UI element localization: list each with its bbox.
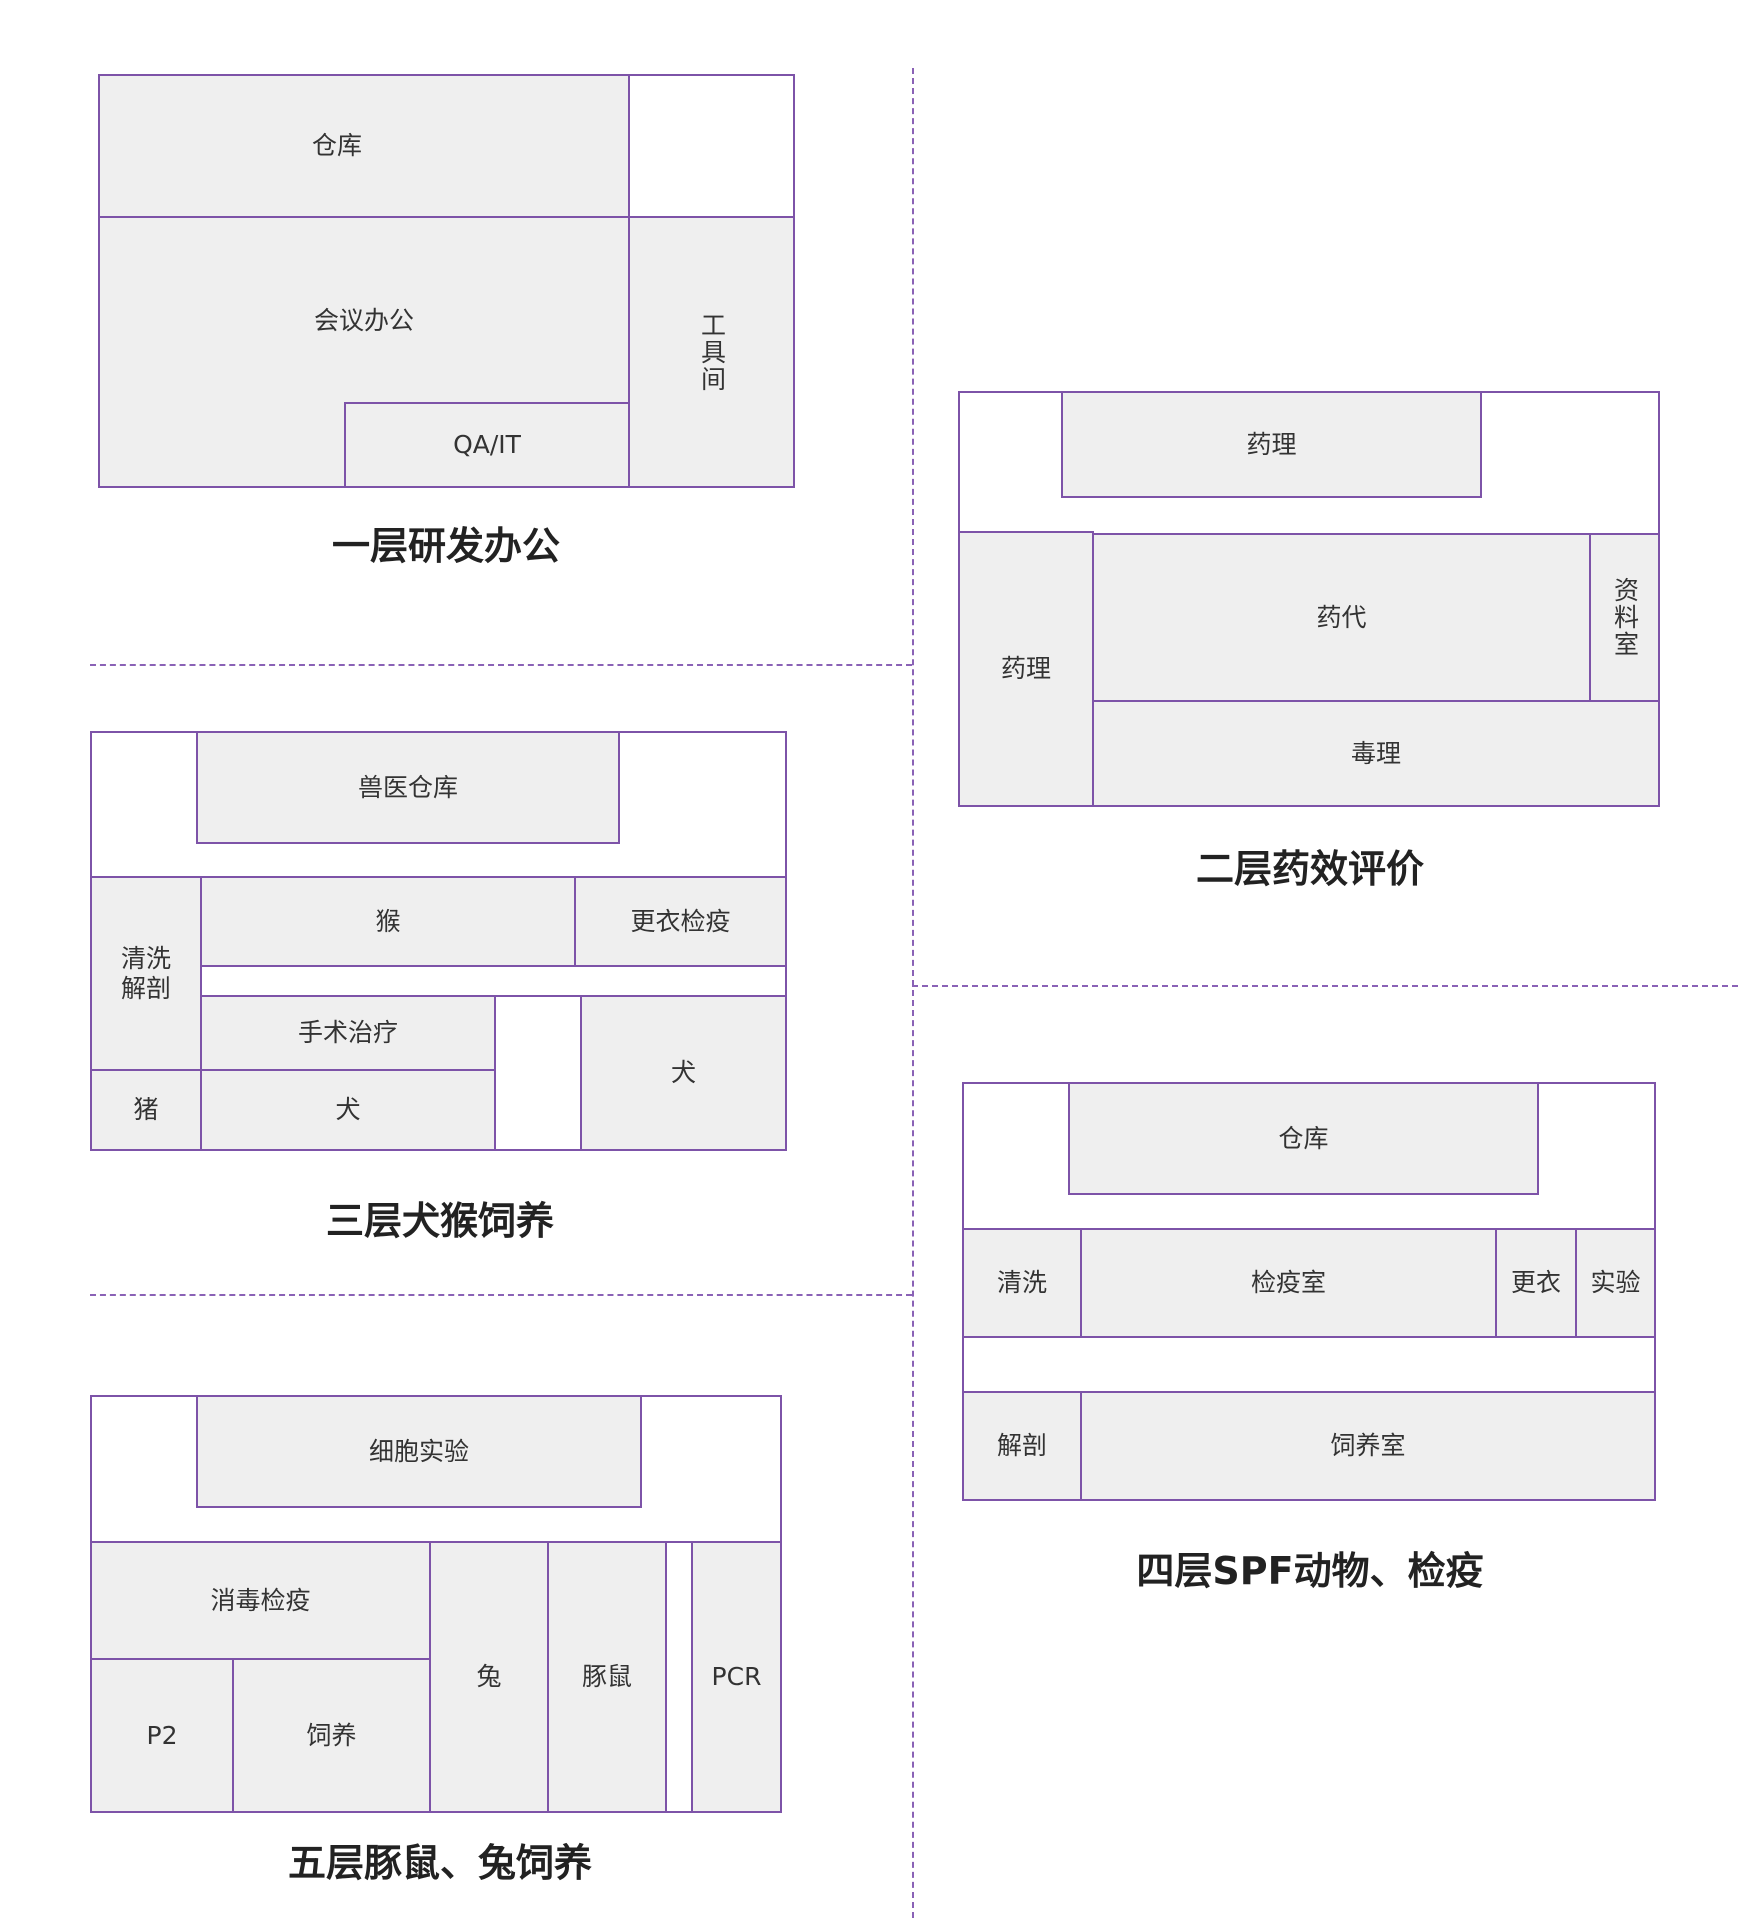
floor5-caption: 五层豚鼠、兔饲养 — [287, 1841, 592, 1885]
floor4-dissection: 解剖 — [962, 1391, 1082, 1501]
divider-floor1-floor3 — [90, 664, 912, 666]
floor5-rabbit: 兔 — [429, 1541, 549, 1813]
floor2-pharmacokinetics: 药代 — [1092, 533, 1591, 702]
floor3-dog-left: 犬 — [200, 1069, 496, 1151]
floor1-tool-room: 工具间 — [628, 216, 795, 488]
floor5-cell-lab: 细胞实验 — [196, 1395, 642, 1508]
floor2-archive: 资料室 — [1589, 533, 1660, 702]
floor3-corridor — [200, 965, 787, 997]
floor3-caption: 三层犬猴饲养 — [325, 1199, 554, 1243]
floor1-caption: 一层研发办公 — [331, 524, 560, 568]
floor5-breeding: 饲养 — [232, 1658, 431, 1813]
floor5-disinfection: 消毒检疫 — [90, 1541, 431, 1660]
floor2-caption: 二层药效评价 — [1195, 847, 1424, 891]
floor4-changing: 更衣 — [1495, 1228, 1577, 1338]
floor5-gap — [665, 1541, 693, 1813]
floor4-quarantine-room: 检疫室 — [1080, 1228, 1497, 1338]
floor3-clean-dissect: 清洗解剖 — [90, 876, 202, 1071]
floor2-pharmacology-top: 药理 — [1061, 391, 1482, 498]
floor5-pcr: PCR — [691, 1541, 782, 1813]
floor1-empty-corner — [628, 74, 795, 218]
floor4-cleaning: 清洗 — [962, 1228, 1082, 1338]
floor3-open-space — [494, 995, 582, 1151]
floor3-pig: 猪 — [90, 1069, 202, 1151]
floor4-breeding-room: 饲养室 — [1080, 1391, 1656, 1501]
floor3-dog-right: 犬 — [580, 995, 787, 1151]
floor4-warehouse: 仓库 — [1068, 1082, 1539, 1195]
floor3-surgery: 手术治疗 — [200, 995, 496, 1071]
floor5-guinea-pig: 豚鼠 — [547, 1541, 667, 1813]
floor3-monkey: 猴 — [200, 876, 576, 967]
floor3-vet-warehouse: 兽医仓库 — [196, 731, 620, 844]
divider-floor2-floor4 — [912, 985, 1738, 987]
vertical-divider — [912, 68, 914, 1918]
divider-floor3-floor5 — [90, 1294, 912, 1296]
floor1-qa-it: QA/IT — [344, 402, 630, 488]
floor4-caption: 四层SPF动物、检疫 — [1136, 1549, 1484, 1593]
floor5-p2: P2 — [90, 1658, 234, 1813]
floor4-experiment: 实验 — [1575, 1228, 1656, 1338]
floor1-warehouse: 仓库 — [98, 74, 630, 218]
floor2-pharmacology-left: 药理 — [958, 531, 1094, 807]
floor2-toxicology: 毒理 — [1092, 700, 1660, 807]
floor3-changing-quarantine: 更衣检疫 — [574, 876, 787, 967]
